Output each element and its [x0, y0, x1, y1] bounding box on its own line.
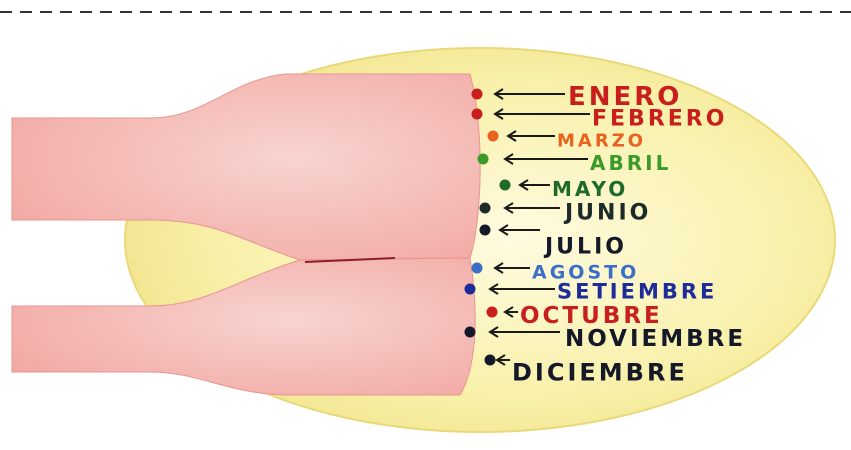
month-dot-febrero [472, 109, 483, 120]
month-label-noviembre: NOVIEMBRE [565, 326, 746, 352]
month-label-setiembre: SETIEMBRE [557, 279, 717, 303]
month-label-julio: JULIO [543, 235, 627, 260]
month-label-junio: JUNIO [563, 201, 651, 226]
month-dot-agosto [472, 263, 483, 274]
month-label-abril: ABRIL [590, 151, 671, 175]
month-dot-setiembre [465, 284, 476, 295]
month-dot-noviembre [465, 327, 476, 338]
month-label-mayo: MAYO [552, 177, 628, 201]
month-label-marzo: MARZO [557, 130, 646, 151]
month-dot-mayo [500, 180, 511, 191]
upper-membrane [12, 74, 480, 260]
month-dot-abril [478, 154, 489, 165]
month-dot-julio [480, 225, 491, 236]
month-dot-diciembre [485, 355, 496, 366]
month-label-febrero: FEBRERO [592, 107, 727, 132]
month-dot-marzo [488, 131, 499, 142]
month-dot-junio [480, 203, 491, 214]
month-label-diciembre: DICIEMBRE [512, 358, 688, 386]
month-dot-enero [472, 89, 483, 100]
month-dot-octubre [487, 307, 498, 318]
